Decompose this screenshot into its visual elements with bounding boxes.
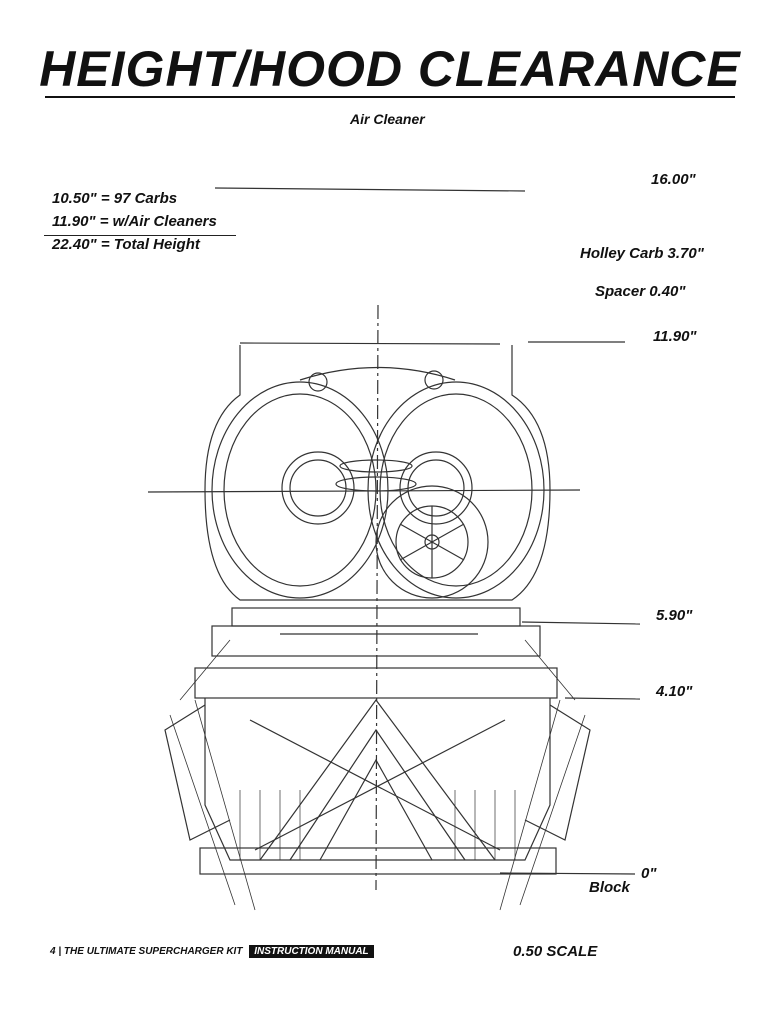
- block-hatching: [239, 790, 516, 860]
- construction-lines: [169, 699, 586, 911]
- vertical-centerline: [375, 304, 379, 891]
- construction-lines-upper: [179, 639, 576, 701]
- engine-block: [204, 698, 551, 861]
- air-cleaner-label: Air Cleaner: [350, 111, 425, 127]
- runner-inner: [289, 728, 466, 861]
- rotor-bore-left-inner: [223, 393, 377, 587]
- block-label: Block: [589, 879, 630, 896]
- manifold-flange: [194, 667, 558, 699]
- runner-core: [319, 758, 433, 861]
- page-footer: 4 | THE ULTIMATE SUPERCHARGER KIT INSTRU…: [50, 945, 374, 958]
- instruction-manual-badge: INSTRUCTION MANUAL: [249, 945, 374, 958]
- runner-cross: [249, 719, 506, 851]
- manifold-top-plate: [231, 607, 521, 627]
- summary-rule: [44, 235, 236, 236]
- scale-label: 0.50 SCALE: [513, 943, 598, 960]
- dim-line-16: [214, 187, 526, 192]
- blower-top-arc: [299, 366, 456, 381]
- dimension-16: 16.00": [651, 171, 696, 188]
- dimension-5-90: 5.90": [656, 607, 693, 624]
- dimension-spacer: Spacer 0.40": [595, 283, 686, 300]
- pulley-outer: [375, 485, 489, 599]
- summary-air-cleaners: 11.90" = w/Air Cleaners: [52, 213, 217, 230]
- dimension-holley-carb: Holley Carb 3.70": [580, 245, 704, 262]
- spacer-ellipse-top: [339, 459, 413, 473]
- carb-ring-right: [399, 451, 473, 525]
- head-right: [524, 704, 591, 841]
- rotor-bore-right: [367, 381, 545, 599]
- rotor-bore-right-inner: [379, 393, 533, 587]
- dimension-4-10: 4.10": [656, 683, 693, 700]
- summary-carbs: 10.50" = 97 Carbs: [52, 190, 178, 207]
- manifold-body: [211, 625, 541, 657]
- engine-base: [199, 847, 557, 875]
- carb-ring-left-inner: [289, 459, 347, 517]
- dim-line-0: [499, 872, 636, 875]
- dim-line-4-10: [564, 697, 641, 700]
- spacer-ellipse-bottom: [335, 476, 417, 492]
- carb-ring-left: [281, 451, 355, 525]
- summary-total-height: 22.40" = Total Height: [52, 236, 200, 253]
- dim-line-top: [239, 342, 501, 345]
- head-left: [164, 704, 231, 841]
- title-underline: [45, 96, 735, 98]
- dimension-0: 0": [641, 865, 657, 882]
- runner-outer: [259, 698, 496, 861]
- rotor-bore-left: [211, 381, 389, 599]
- blower-stud-left: [308, 372, 328, 392]
- page-title: HEIGHT/HOOD CLEARANCE: [39, 41, 741, 97]
- blower-case: [204, 345, 551, 601]
- page-number: 4: [50, 946, 56, 957]
- blower-stud-right: [424, 370, 444, 390]
- pulley-spokes: [399, 506, 465, 578]
- dim-line-5-90: [521, 621, 641, 625]
- dimension-11-90: 11.90": [653, 328, 697, 345]
- kit-name: THE ULTIMATE SUPERCHARGER KIT: [63, 946, 243, 957]
